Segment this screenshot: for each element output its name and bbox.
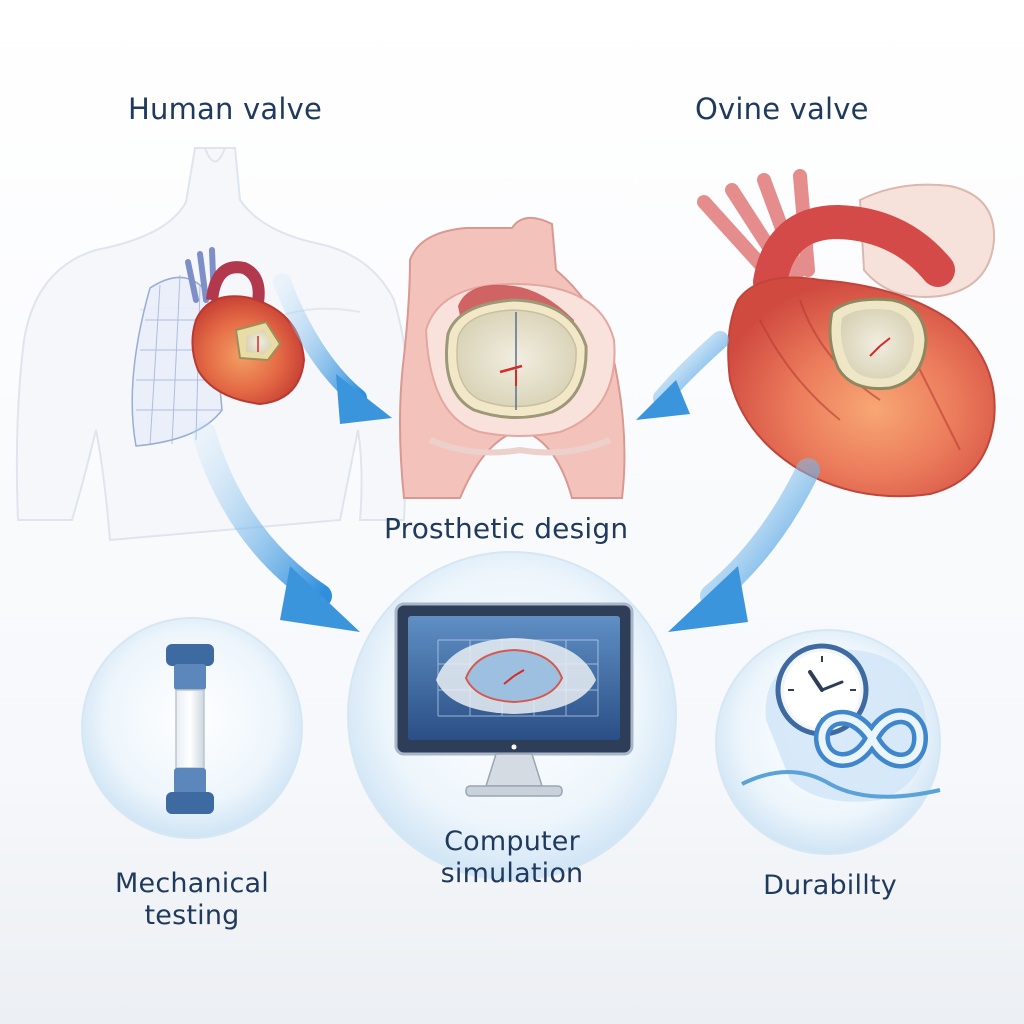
mechanical-testing-line-2: testing xyxy=(144,899,240,931)
human-valve-label: Human valve xyxy=(128,92,322,126)
human-heart-icon xyxy=(185,247,306,406)
computer-simulation-line-2: simulation xyxy=(440,857,584,889)
ovine-valve-label: Ovine valve xyxy=(695,92,869,126)
mechanical-testing-circle xyxy=(81,617,303,839)
prosthetic-design-label: Prosthetic design xyxy=(384,512,629,545)
test-cylinder-icon xyxy=(166,644,214,814)
computer-monitor-icon xyxy=(394,602,634,797)
mechanical-testing-label: Mechanical testing xyxy=(92,868,292,932)
prosthetic-valve-illustration xyxy=(399,217,626,499)
durability-label: Durabillty xyxy=(763,870,897,901)
arrow-human-to-design xyxy=(273,273,392,424)
computer-simulation-label: Computer simulation xyxy=(412,826,612,890)
mechanical-testing-line-1: Mechanical xyxy=(115,868,269,899)
arrow-ovine-to-simulation xyxy=(668,458,820,632)
arrow-human-to-simulation xyxy=(192,422,360,632)
durability-circle xyxy=(715,629,941,855)
computer-simulation-line-1: Computer xyxy=(444,826,580,857)
infinity-icon xyxy=(814,708,929,769)
arrow-ovine-to-design xyxy=(636,331,729,420)
computer-simulation-circle xyxy=(347,551,677,881)
ovine-heart-icon xyxy=(697,169,996,498)
